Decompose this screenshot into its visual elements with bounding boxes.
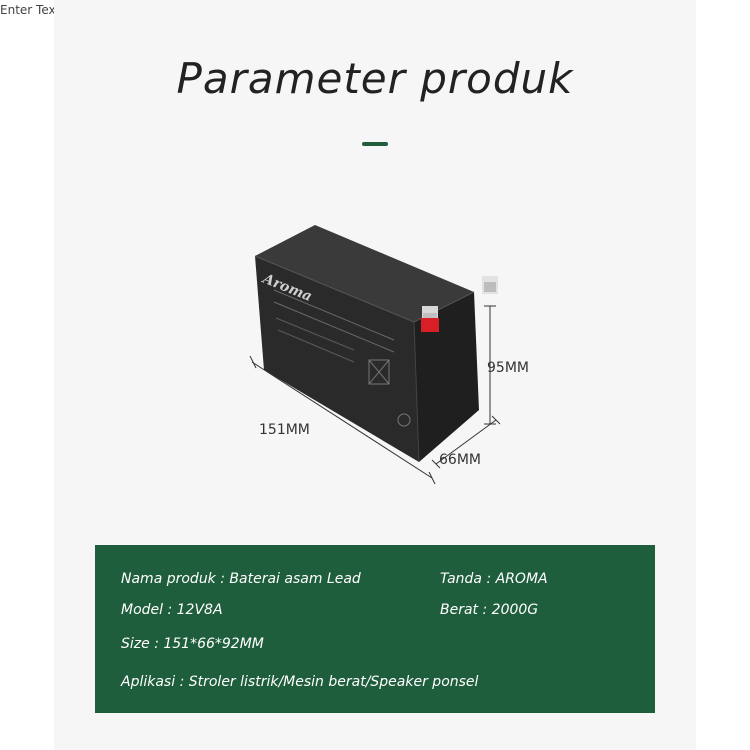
product-card: Parameter produk Aroma [54, 0, 696, 750]
dimension-width-label: 66MM [439, 452, 481, 468]
spec-brand: Tanda : AROMA [440, 571, 548, 587]
corner-placeholder-text: Enter Text [0, 3, 61, 17]
spec-model: Model : 12V8A [121, 602, 223, 618]
dimension-height-label: 95MM [487, 360, 529, 376]
spec-application: Aplikasi : Stroler listrik/Mesin berat/S… [121, 674, 479, 690]
spec-weight: Berat : 2000G [440, 602, 539, 618]
dimension-length-label: 151MM [259, 422, 310, 438]
spec-size: Size : 151*66*92MM [121, 636, 264, 652]
page-title: Parameter produk [176, 54, 574, 103]
spec-product-name: Nama produk : Baterai asam Lead [121, 571, 361, 587]
spec-panel: Nama produk : Baterai asam Lead Tanda : … [95, 545, 655, 713]
title-accent-bar [362, 142, 388, 146]
battery-image: Aroma [249, 225, 501, 485]
